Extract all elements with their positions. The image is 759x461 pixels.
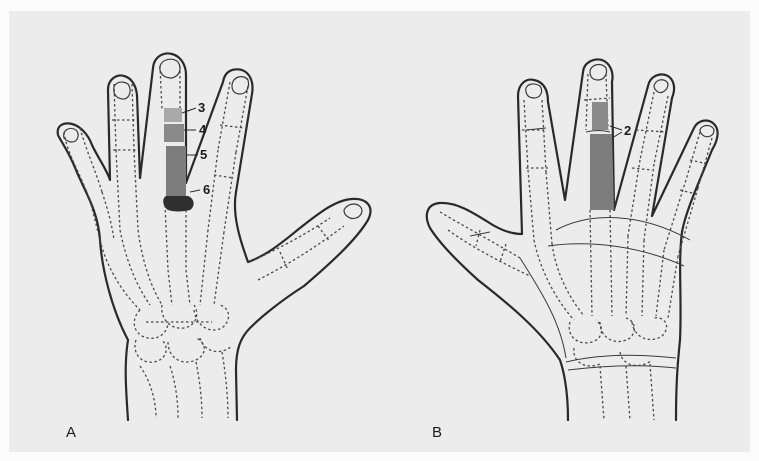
label-4: 4 [199,122,207,137]
panel-letter-b: B [432,424,442,441]
segment-b-lower [590,134,614,210]
label-3: 3 [198,100,205,115]
label-6: 6 [203,182,210,197]
label-2: 2 [624,123,631,138]
segment-6 [163,196,193,212]
panel-letter-a: A [66,424,76,441]
segment-5 [166,146,186,196]
segment-b-upper [592,102,608,130]
segment-4 [164,124,184,142]
segment-3 [164,108,182,122]
label-5: 5 [200,147,207,162]
